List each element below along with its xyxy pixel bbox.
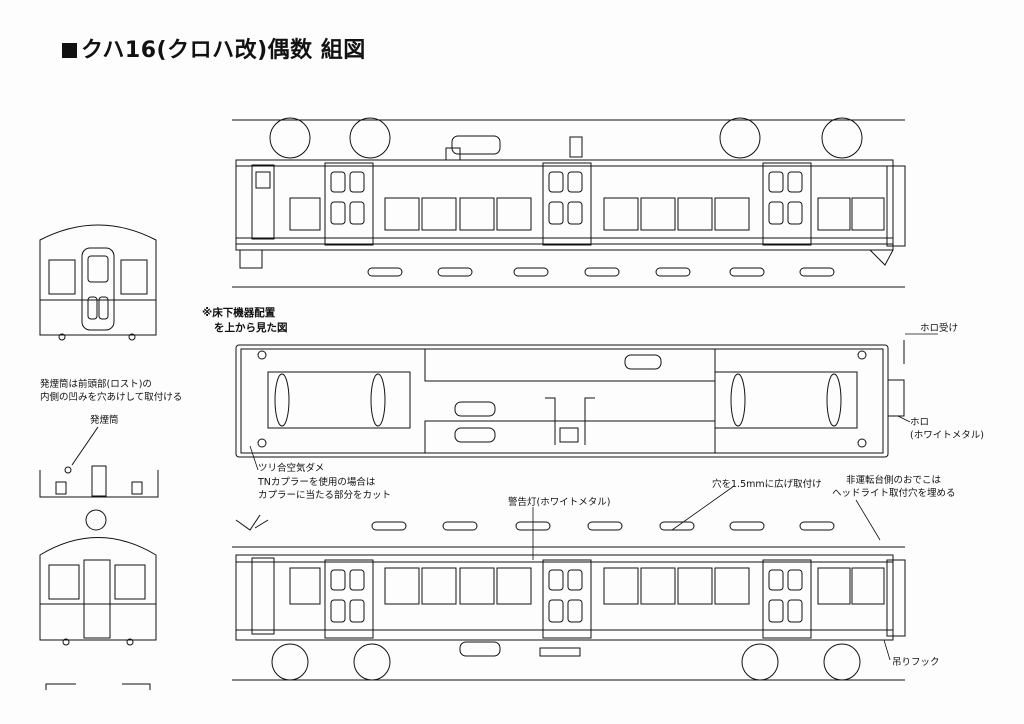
air-tank-label: ツリ合空気ダメ (258, 463, 325, 474)
tn-coupler-note: TNカプラーを使用の場合は カプラーに当たる部分をカット (258, 476, 391, 502)
underfloor-bumps-top (367, 267, 835, 277)
front-view-end (39, 224, 157, 341)
underfloor-label-line2: を上から見た図 (214, 322, 288, 334)
chimney-note-line1: 発煙筒は前頭部(ロスト)の (40, 379, 152, 390)
headlight-note-line2: ヘッドライト取付穴を埋める (832, 488, 956, 499)
horo-label-line2: (ホワイトメタル) (910, 430, 984, 441)
hole-note: 穴を1.5mmに広げ取付け (712, 479, 822, 490)
square-bullet-icon (62, 43, 77, 58)
roof-vents-bottom (371, 521, 835, 531)
horo-receiver-label: ホロ受け (920, 323, 959, 334)
leader-lines (249, 333, 938, 661)
underfloor-view-label: ※床下機器配置 を上から見た図 (202, 306, 288, 336)
underfloor-label-line1: ※床下機器配置 (202, 307, 276, 319)
horo-label-line1: ホロ (910, 417, 930, 428)
horo-label: ホロ (ホワイトメタル) (910, 416, 984, 442)
windows-top (289, 197, 885, 231)
page-title: クハ16(クロハ改)偶数 組図 (62, 32, 366, 64)
chimney-label: 発煙筒 (90, 415, 119, 426)
chimney-note: 発煙筒は前頭部(ロスト)の 内側の凹みを穴あけして取付ける (40, 378, 182, 404)
title-text: クハ16(クロハ改)偶数 組図 (81, 38, 366, 63)
headlight-note-line1: 非運転台側のおでこは (846, 475, 942, 486)
chimney-detail (39, 426, 159, 498)
hook-label: 吊りフック (892, 657, 940, 668)
wheels-top (269, 117, 863, 159)
plan-view-underfloor (235, 340, 905, 458)
tn-coupler-line2: カプラーに当たる部分をカット (258, 490, 392, 501)
side-view-top (232, 117, 906, 288)
tn-coupler-line1: TNカプラーを使用の場合は (258, 477, 376, 488)
front-view-cab (39, 509, 157, 690)
headlight-note: 非運転台側のおでこは ヘッドライト取付穴を埋める (832, 474, 956, 500)
windows-bottom (289, 567, 885, 605)
warning-light-label: 警告灯(ホワイトメタル) (508, 497, 611, 508)
wheels-bottom (271, 643, 861, 681)
side-view-bottom (232, 514, 906, 681)
chimney-note-line2: 内側の凹みを穴あけして取付ける (40, 392, 183, 403)
